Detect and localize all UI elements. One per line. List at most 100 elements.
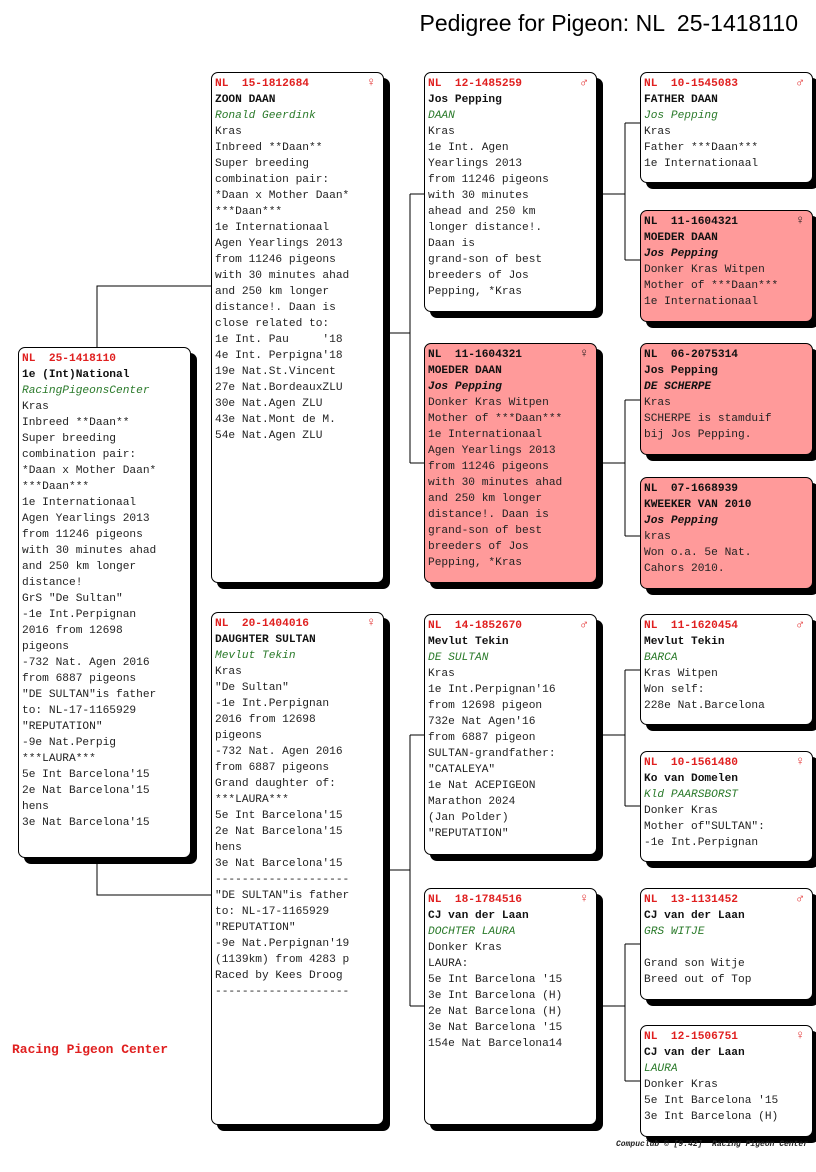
- info-line: with 30 minutes ahad: [428, 477, 563, 489]
- info-line: Kras: [428, 668, 455, 680]
- info-line: Pepping, *Kras: [428, 286, 522, 298]
- info-line: Won o.a. 5e Nat.: [644, 547, 752, 559]
- info-line: Grand daughter of:: [215, 778, 336, 790]
- info-line: combination pair:: [22, 449, 137, 461]
- info-line: 1e Int. Agen: [428, 142, 509, 154]
- info-line: Raced by Kees Droog: [215, 970, 343, 982]
- info-line: breeders of Jos: [428, 541, 529, 553]
- info-line: Yearlings 2013: [428, 158, 522, 170]
- pigeon-owner: Kld PAARSBORST: [644, 789, 738, 801]
- info-line: "CATALEYA": [428, 764, 496, 776]
- info-line: with 30 minutes ahad: [215, 270, 350, 282]
- info-line: Mother of ***Daan***: [428, 413, 563, 425]
- pigeon-owner: DOCHTER LAURA: [428, 926, 516, 938]
- info-line: 3e Nat Barcelona'15: [215, 858, 343, 870]
- info-line: from 11246 pigeons: [215, 254, 336, 266]
- info-line: 2e Nat Barcelona'15: [22, 785, 150, 797]
- info-line: and 250 km longer: [428, 493, 543, 505]
- info-line: 2e Nat Barcelona (H): [428, 1006, 563, 1018]
- info-line: Kras: [428, 126, 455, 138]
- info-line: Donker Kras: [428, 942, 502, 954]
- info-line: Inbreed **Daan**: [22, 417, 130, 429]
- pigeon-name: CJ van der Laan: [428, 910, 529, 922]
- info-line: 5e Int Barcelona '15: [644, 1095, 779, 1107]
- info-line: Marathon 2024: [428, 796, 516, 808]
- pigeon-name: KWEEKER VAN 2010: [644, 499, 752, 511]
- info-line: 732e Nat Agen'16: [428, 716, 536, 728]
- connector-mf-parents: [597, 669, 640, 807]
- brand-label: Racing Pigeon Center: [12, 1042, 169, 1057]
- female-icon: ♀: [367, 615, 375, 630]
- info-line: 1e Internationaal: [22, 497, 137, 509]
- info-line: Agen Yearlings 2013: [22, 513, 150, 525]
- ring-number: NL 25-1418110: [22, 353, 116, 365]
- female-icon: ♀: [796, 1028, 804, 1043]
- info-line: 2016 from 12698: [215, 714, 316, 726]
- info-line: and 250 km longer: [22, 561, 137, 573]
- pigeon-name: CJ van der Laan: [644, 1047, 745, 1059]
- info-line: 54e Nat.Agen ZLU: [215, 430, 323, 442]
- pigeon-name: MOEDER DAAN: [644, 232, 718, 244]
- info-line: 19e Nat.St.Vincent: [215, 366, 336, 378]
- ring-number: NL 20-1404016: [215, 618, 309, 630]
- info-line: 5e Int Barcelona '15: [428, 974, 563, 986]
- info-line: close related to:: [215, 318, 330, 330]
- pigeon-owner: Jos Pepping: [644, 515, 718, 527]
- info-line: ***Daan***: [22, 481, 90, 493]
- pigeon-name: Jos Pepping: [644, 365, 718, 377]
- info-line: grand-son of best: [428, 254, 543, 266]
- info-line: Breed out of Top: [644, 974, 752, 986]
- info-line: pigeons: [22, 641, 69, 653]
- info-line: ahead and 250 km: [428, 206, 536, 218]
- pigeon-name: Mevlut Tekin: [644, 636, 725, 648]
- pigeon-name: Ko van Domelen: [644, 773, 738, 785]
- info-line: Kras: [644, 397, 671, 409]
- info-line: Grand son Witje: [644, 958, 745, 970]
- info-line: "REPUTATION": [22, 721, 103, 733]
- info-line: *Daan x Mother Daan*: [22, 465, 157, 477]
- info-line: pigeons: [215, 730, 262, 742]
- info-line: from 6887 pigeon: [428, 732, 536, 744]
- pigeon-name: MOEDER DAAN: [428, 365, 502, 377]
- info-line: Mother of"SULTAN":: [644, 821, 765, 833]
- info-line: 30e Nat.Agen ZLU: [215, 398, 323, 410]
- info-line: Donker Kras: [644, 805, 718, 817]
- female-icon: ♀: [367, 75, 375, 90]
- male-icon: ♂: [796, 75, 804, 90]
- info-line: "DE SULTAN"is father: [215, 890, 350, 902]
- ring-number: NL 18-1784516: [428, 894, 522, 906]
- info-line: 4e Int. Perpigna'18: [215, 350, 343, 362]
- female-icon: ♀: [580, 346, 588, 361]
- info-line: ***LAURA***: [22, 753, 96, 765]
- ring-number: NL 12-1485259: [428, 78, 522, 90]
- pigeon-name: Jos Pepping: [428, 94, 502, 106]
- pigeon-name: 1e (Int)National: [22, 369, 130, 381]
- info-line: 3e Nat Barcelona'15: [22, 817, 150, 829]
- connector-father-parents: [383, 193, 424, 464]
- connector-mm-parents: [597, 943, 640, 1082]
- info-line: 1e Int.Perpignan'16: [428, 684, 556, 696]
- info-line: [644, 940, 812, 956]
- ring-number: NL 06-2075314: [644, 349, 738, 361]
- pigeon-owner: Mevlut Tekin: [215, 650, 296, 662]
- pigeon-name: FATHER DAAN: [644, 94, 718, 106]
- info-line: *Daan x Mother Daan*: [215, 190, 350, 202]
- info-line: GrS "De Sultan": [22, 593, 123, 605]
- ring-number: NL 15-1812684: [215, 78, 309, 90]
